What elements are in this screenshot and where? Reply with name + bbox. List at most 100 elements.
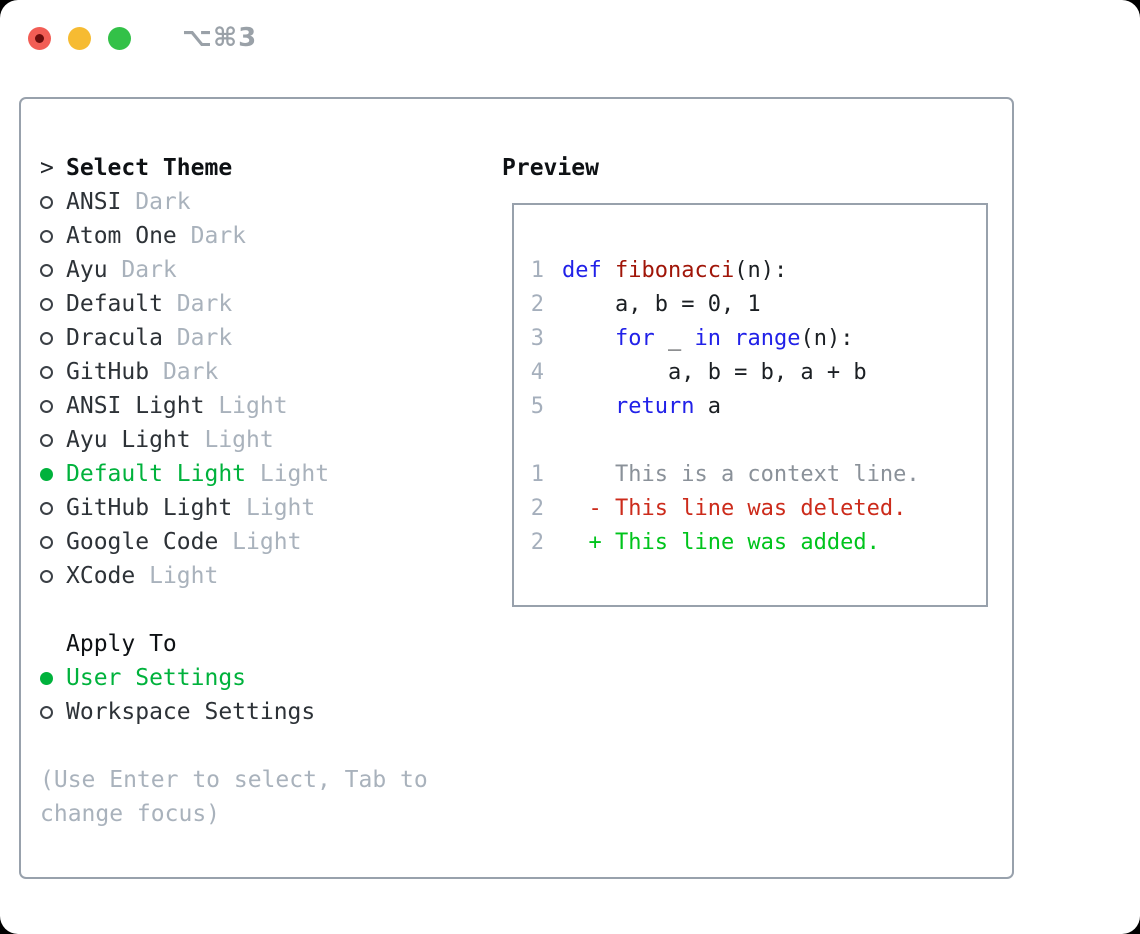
radio-icon xyxy=(40,365,66,379)
radio-unselected-icon xyxy=(40,433,53,447)
theme-option[interactable]: Default Dark xyxy=(40,287,500,321)
radio-icon xyxy=(40,671,66,685)
diff-line-deleted: 2 - This line was deleted. xyxy=(530,491,986,525)
apply-option[interactable]: Workspace Settings xyxy=(40,695,500,729)
radio-icon xyxy=(40,195,66,209)
option-variant-label: Dark xyxy=(162,325,233,351)
apply-to-header-row: Apply To xyxy=(40,627,500,661)
spacer xyxy=(40,729,500,763)
code-content: for _ in range(n): xyxy=(562,326,853,351)
line-number: 1 xyxy=(530,461,544,487)
option-variant-label: Dark xyxy=(176,223,247,249)
diff-text: + This line was added. xyxy=(562,529,880,555)
option-variant-label: Light xyxy=(232,495,316,521)
select-theme-title: Select Theme xyxy=(66,155,233,181)
code-token-function: fibonacci xyxy=(615,257,735,283)
radio-icon xyxy=(40,399,66,413)
diff-text: - This line was deleted. xyxy=(562,495,907,521)
option-label: Dracula xyxy=(66,325,163,351)
radio-icon xyxy=(40,467,66,481)
maximize-button[interactable] xyxy=(108,26,131,50)
code-token-plain xyxy=(562,326,615,351)
code-line: 3 for _ in range(n): xyxy=(530,321,986,355)
apply-to-title: Apply To xyxy=(66,631,177,657)
hint-line: change focus) xyxy=(40,801,221,827)
close-button[interactable] xyxy=(28,26,51,50)
radio-icon xyxy=(40,535,66,549)
theme-option[interactable]: Atom One Dark xyxy=(40,219,500,253)
radio-icon xyxy=(40,501,66,515)
diff-text: This is a context line. xyxy=(562,461,920,487)
theme-option[interactable]: XCode Light xyxy=(40,559,500,593)
code-token-plain: a, b = 0, 1 xyxy=(562,291,761,317)
diff-lines: 1 This is a context line.2 - This line w… xyxy=(530,457,986,559)
theme-option[interactable]: ANSI Dark xyxy=(40,185,500,219)
line-number: 2 xyxy=(530,529,544,555)
option-label: ANSI xyxy=(66,189,122,215)
diff-line-context: 1 This is a context line. xyxy=(530,457,986,491)
code-line: 4 a, b = b, a + b xyxy=(530,355,986,389)
radio-unselected-icon xyxy=(40,365,53,379)
radio-unselected-icon xyxy=(40,195,53,209)
radio-unselected-icon xyxy=(40,501,53,515)
option-label: Google Code xyxy=(66,529,219,555)
radio-icon xyxy=(40,229,66,243)
theme-option[interactable]: Dracula Dark xyxy=(40,321,500,355)
option-variant-label: Dark xyxy=(107,257,177,283)
radio-unselected-icon xyxy=(40,229,53,243)
radio-unselected-icon xyxy=(40,297,53,311)
option-label: Default Light xyxy=(66,461,247,487)
theme-option[interactable]: Default Light Light xyxy=(40,457,500,491)
code-content: a, b = 0, 1 xyxy=(562,292,761,317)
option-variant-label: Dark xyxy=(162,291,233,317)
theme-option[interactable]: Google Code Light xyxy=(40,525,500,559)
option-variant-label: Light xyxy=(204,393,288,419)
code-token-keyword: in xyxy=(694,325,721,351)
radio-icon xyxy=(40,433,66,447)
line-number: 1 xyxy=(530,257,544,283)
option-label: XCode xyxy=(66,563,136,589)
option-variant-label: Light xyxy=(190,427,274,453)
radio-unselected-icon xyxy=(40,569,53,583)
minimize-button[interactable] xyxy=(68,26,91,50)
hint-text: (Use Enter to select, Tab to change focu… xyxy=(40,763,500,831)
code-token-keyword: range xyxy=(734,325,801,351)
radio-icon xyxy=(40,297,66,311)
option-label: Workspace Settings xyxy=(66,699,316,725)
radio-unselected-icon xyxy=(40,535,53,549)
theme-option[interactable]: Ayu Dark xyxy=(40,253,500,287)
spacer xyxy=(40,593,500,627)
line-number: 4 xyxy=(530,359,544,385)
theme-option[interactable]: Ayu Light Light xyxy=(40,423,500,457)
option-label: Default xyxy=(66,291,163,317)
code-token-keyword: return xyxy=(614,393,695,419)
code-line: 5 return a xyxy=(530,389,986,423)
option-label: Atom One xyxy=(66,223,177,249)
code-token-plain xyxy=(562,394,615,419)
apply-option[interactable]: User Settings xyxy=(40,661,500,695)
code-token-keyword: for xyxy=(614,325,655,351)
code-content: a, b = b, a + b xyxy=(562,360,867,385)
radio-icon xyxy=(40,263,66,277)
option-label: Ayu xyxy=(66,257,108,283)
radio-icon xyxy=(40,331,66,345)
diff-line-added: 2 + This line was added. xyxy=(530,525,986,559)
code-line: 2 a, b = 0, 1 xyxy=(530,287,986,321)
theme-option[interactable]: ANSI Light Light xyxy=(40,389,500,423)
line-number: 2 xyxy=(530,495,544,521)
titlebar: ⌥⌘3 xyxy=(28,23,257,53)
code-content: def fibonacci(n): xyxy=(562,258,787,283)
code-content: return a xyxy=(562,394,721,419)
theme-option[interactable]: GitHub Light Light xyxy=(40,491,500,525)
line-number: 5 xyxy=(530,393,544,419)
theme-option[interactable]: GitHub Dark xyxy=(40,355,500,389)
option-label: User Settings xyxy=(66,665,247,691)
radio-icon xyxy=(40,569,66,583)
option-variant-label: Light xyxy=(246,461,330,487)
